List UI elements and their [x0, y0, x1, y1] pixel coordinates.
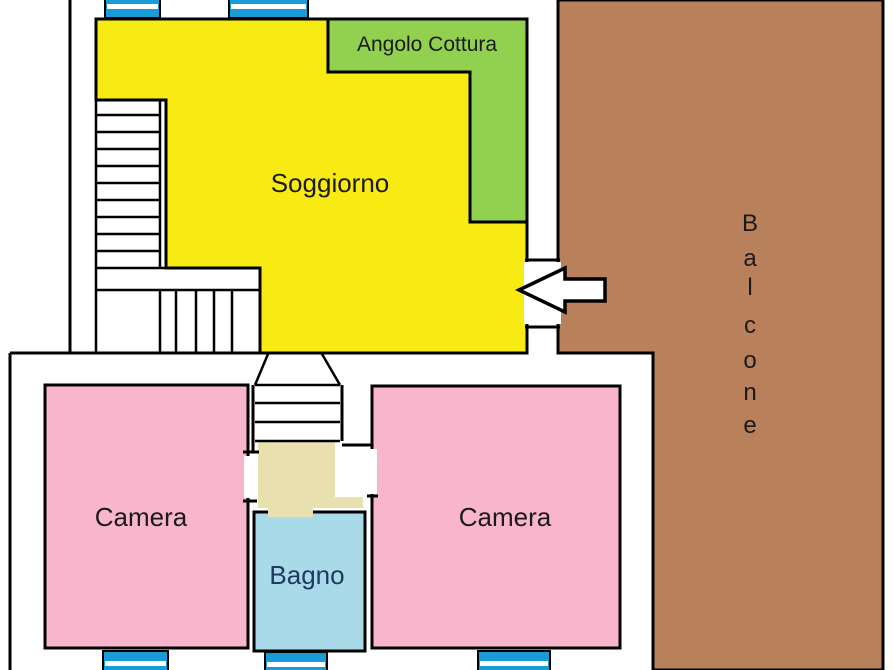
bagno-label: Bagno [269, 560, 344, 590]
camera-left-room [43, 383, 250, 650]
balcone-letter: l [747, 274, 752, 301]
window-top-left [104, 0, 161, 19]
hallway-walls [243, 385, 373, 454]
hallway-area [258, 441, 363, 517]
window-top-center [228, 0, 309, 19]
staircase-upper [94, 100, 260, 353]
balcone-letter: n [743, 379, 756, 406]
balcone-label: B a l c o n e [742, 210, 758, 439]
soggiorno-label: Soggiorno [271, 168, 390, 198]
plan-root: Angolo Cottura Soggiorno Camera Camera B… [8, 0, 885, 670]
staircase-mid [253, 353, 342, 424]
balcone-letter: c [744, 312, 756, 339]
balcone-letter: B [742, 210, 758, 237]
windows [102, 0, 551, 670]
balcone-letter: a [743, 245, 757, 272]
room-labels: Angolo Cottura Soggiorno Camera Camera B… [95, 33, 758, 590]
balcone-letter: e [743, 412, 756, 439]
angolo-cottura-room [326, 17, 529, 224]
bagno-room [252, 510, 367, 653]
camera-right-room [370, 384, 622, 650]
camera-left-door-opening [244, 456, 253, 498]
window-bottom-camera-left [102, 650, 169, 670]
camera-right-door-opening [368, 449, 377, 494]
entrance-arrow-icon [514, 265, 607, 315]
angolo-cottura-label: Angolo Cottura [357, 33, 497, 56]
window-bottom-bagno [264, 651, 328, 670]
window-bottom-camera-right [477, 650, 551, 670]
camera-right-label: Camera [459, 502, 552, 532]
balcone-letter: o [743, 347, 756, 374]
balcone-room [556, 0, 885, 670]
camera-left-label: Camera [95, 502, 188, 532]
